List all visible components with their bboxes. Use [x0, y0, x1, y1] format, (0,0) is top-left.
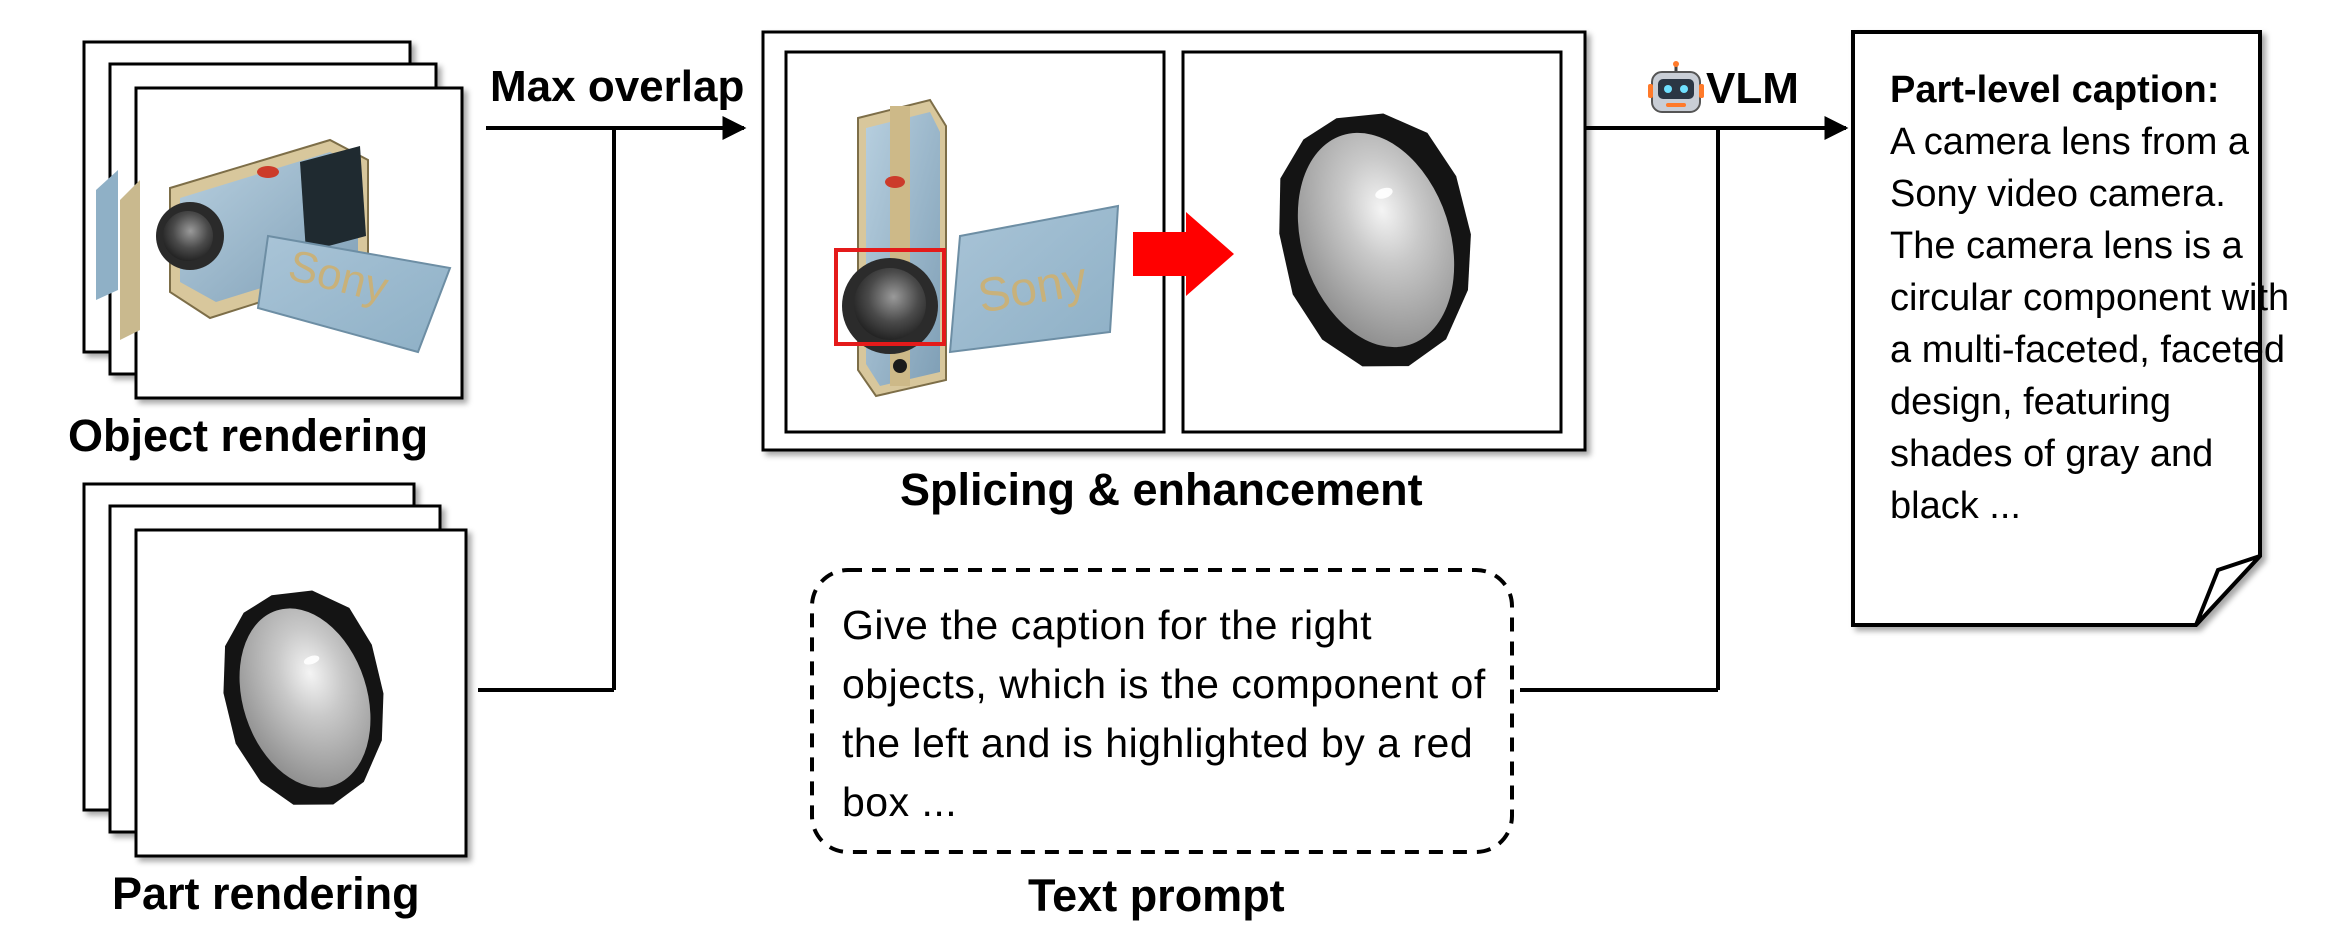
camera-peek-middle	[120, 180, 140, 340]
camera-peek-back	[96, 170, 118, 300]
object-rendering-label: Object rendering	[68, 410, 429, 461]
highlight-box	[834, 248, 946, 346]
lens-part-small	[223, 590, 384, 805]
text-prompt-label: Text prompt	[1028, 870, 1285, 921]
red-arrow-icon	[1133, 212, 1234, 296]
max-overlap-label: Max overlap	[490, 62, 745, 111]
text-prompt-content: Give the caption for the right objects, …	[842, 602, 1486, 825]
camcorder-object: Sony	[156, 138, 452, 354]
text-prompt-box	[810, 568, 1514, 854]
caption-document	[1851, 30, 2262, 627]
splicing-label: Splicing & enhancement	[900, 464, 1423, 515]
vlm-label: VLM	[1706, 64, 1799, 113]
connectors	[478, 116, 1849, 692]
lens-part-large	[1279, 113, 1471, 367]
caption-body: A camera lens from a Sony video camera. …	[1890, 121, 2290, 527]
robot-icon	[1648, 61, 1704, 113]
caption-title: Part-level caption:	[1890, 69, 2220, 111]
part-rendering-label: Part rendering	[112, 868, 420, 919]
object-rendering-stack: Sony	[82, 40, 464, 400]
splicing-panel: Sony	[761, 30, 1587, 452]
part-rendering-stack	[82, 482, 468, 858]
caption-text: Part-level caption: A camera lens from a…	[1890, 64, 2290, 532]
caption-page-fold	[2194, 554, 2262, 627]
